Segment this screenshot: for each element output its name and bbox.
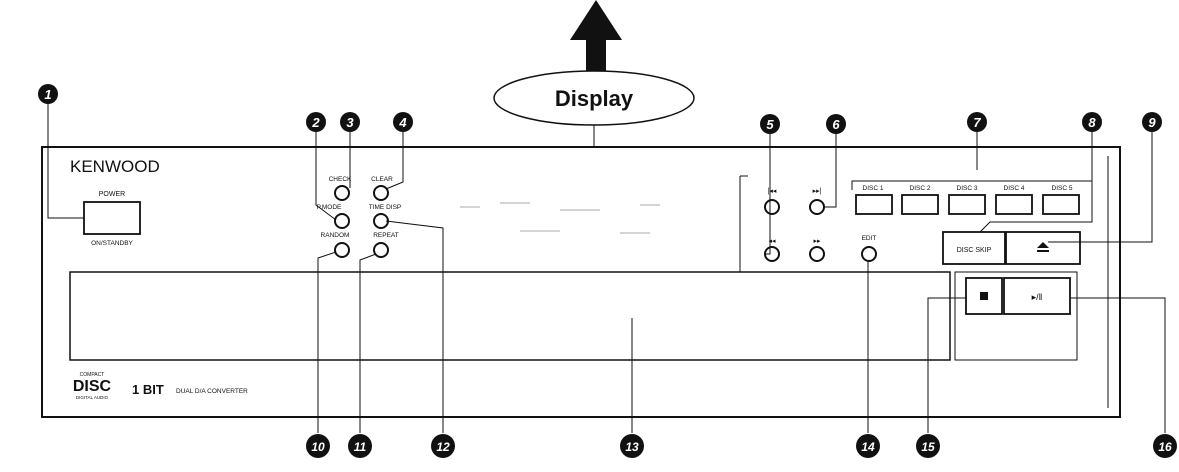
clear-button[interactable] [373,185,389,201]
callout-6: 6 [826,114,846,134]
callout-7: 7 [967,112,987,132]
repeat-label: REPEAT [373,232,399,239]
disc-4-label: DISC 4 [1004,185,1025,192]
random-button[interactable] [334,242,350,258]
disc-skip-label: DISC SKIP [957,247,992,254]
edit-label: EDIT [862,235,877,242]
svg-text:16: 16 [1158,440,1172,454]
compact-disc-bottom: DIGITAL AUDIO [76,395,109,400]
svg-text:2: 2 [311,115,320,130]
power-button[interactable] [83,201,141,235]
svg-text:15: 15 [921,440,935,454]
callout-11: 11 [348,434,372,458]
svg-text:6: 6 [832,117,840,132]
callout-1: 1 [38,84,58,104]
search-back-icon: ◂◂ [768,238,776,245]
power-sublabel: ON/STANDBY [91,240,133,247]
eject-icon [1037,242,1049,248]
clear-label: CLEAR [371,176,393,183]
callout-3: 3 [340,112,360,132]
search-forward-button[interactable] [809,246,825,262]
callout-4: 4 [393,112,413,132]
time-disp-label: TIME DISP [369,204,402,211]
svg-text:3: 3 [346,115,354,130]
disc-1-label: DISC 1 [863,185,884,192]
search-forward-icon: ▸▸ [813,238,821,245]
callout-5: 5 [760,114,780,134]
compact-disc-top: COMPACT [80,372,105,378]
display-window-marks [460,202,660,234]
svg-text:13: 13 [625,440,639,454]
eject-icon-bar [1037,250,1049,252]
disc-tray [69,271,951,361]
play-pause-icon: ▸/ǁ [1032,292,1043,302]
stop-icon [980,292,988,300]
display-label: Display [555,86,634,111]
up-arrow-icon [570,0,622,72]
dac-label: DUAL D/A CONVERTER [176,388,248,395]
svg-text:5: 5 [766,117,774,132]
search-back-button[interactable] [764,246,780,262]
callout-10: 10 [306,434,330,458]
callout-9: 9 [1142,112,1162,132]
power-label: POWER [99,191,125,198]
callout-2: 2 [306,112,326,132]
svg-text:1: 1 [44,87,51,102]
disc-4-button[interactable] [995,194,1033,215]
check-label: CHECK [329,176,352,183]
compact-disc-logo: DISC [73,378,112,395]
svg-text:12: 12 [436,440,450,454]
skip-forward-button[interactable] [809,199,825,215]
svg-text:10: 10 [311,440,325,454]
svg-text:9: 9 [1148,115,1156,130]
disc-2-button[interactable] [901,194,939,215]
skip-back-icon: |◂◂ [768,188,777,195]
callout-16: 16 [1153,434,1177,458]
brand-logo: KENWOOD [70,157,160,176]
svg-text:11: 11 [354,440,367,454]
check-button[interactable] [334,185,350,201]
random-label: RANDOM [321,232,350,239]
callout-14: 14 [856,434,880,458]
disc-3-label: DISC 3 [957,185,978,192]
callout-15: 15 [916,434,940,458]
disc-5-button[interactable] [1042,194,1080,215]
edit-button[interactable] [861,246,877,262]
callout-12: 12 [431,434,455,458]
callout-8: 8 [1082,112,1102,132]
disc-3-button[interactable] [948,194,986,215]
time-disp-button[interactable] [373,213,389,229]
onebit-label: 1 BIT [132,382,164,397]
leader-lines [47,104,1166,433]
play-pause-button[interactable] [1003,277,1071,315]
svg-text:8: 8 [1088,115,1096,130]
disc-1-button[interactable] [855,194,893,215]
disc-2-label: DISC 2 [910,185,931,192]
skip-forward-icon: ▸▸| [813,188,822,195]
svg-text:7: 7 [973,115,981,130]
svg-text:14: 14 [861,440,875,454]
p-mode-button[interactable] [334,213,350,229]
repeat-button[interactable] [373,242,389,258]
callout-13: 13 [620,434,644,458]
skip-back-button[interactable] [764,199,780,215]
disc-skip-button[interactable] [942,231,1006,265]
svg-text:4: 4 [398,115,407,130]
disc-5-label: DISC 5 [1052,185,1073,192]
p-mode-label: P.MODE [317,204,342,211]
